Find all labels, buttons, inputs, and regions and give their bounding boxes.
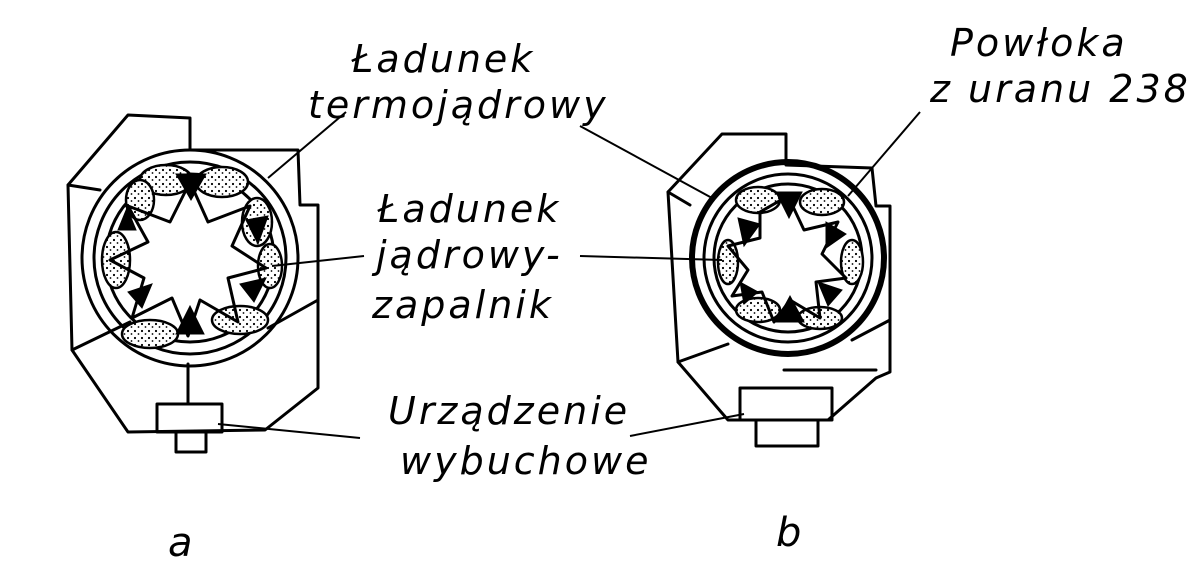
device-b-detonator-tip xyxy=(754,418,820,448)
device-a-outer-shell xyxy=(80,148,300,368)
label-nuclear-igniter-line1: Ładunek xyxy=(377,187,561,231)
label-uranium-shell-line1: Powłoka xyxy=(950,21,1128,65)
device-a-inner-shell xyxy=(92,160,288,356)
panel-label-b: b xyxy=(776,510,801,556)
panel-label-a: a xyxy=(168,520,193,566)
label-uranium-shell-line2: z uranu 238 xyxy=(929,67,1191,111)
label-explosive-device-line1: Urządzenie xyxy=(388,389,630,433)
device-b-igniter-charges xyxy=(737,191,847,323)
leader-lines xyxy=(217,111,921,439)
device-a-star-core xyxy=(108,180,268,338)
label-thermonuclear-charge-line1: Ładunek xyxy=(351,37,535,81)
device-a-detonator-tip xyxy=(174,430,208,454)
device-a-detonator-block xyxy=(155,402,224,434)
label-thermonuclear-charge-line2: termojądrowy xyxy=(308,83,609,127)
device-a xyxy=(66,113,320,454)
label-nuclear-igniter-line2: jądrowy- xyxy=(371,233,563,277)
device-b xyxy=(666,132,892,448)
label-thermonuclear-charge: Ładunek termojądrowy xyxy=(308,37,609,127)
label-explosive-device: Urządzenie wybuchowe xyxy=(388,389,651,483)
device-a-igniter-charges xyxy=(117,173,269,335)
device-b-uranium-shell xyxy=(689,159,887,357)
label-nuclear-igniter-line3: zapalnik xyxy=(371,283,554,327)
device-b-detonator-block xyxy=(738,386,834,422)
device-b-inner-shell xyxy=(702,172,874,344)
device-b-casing xyxy=(666,132,892,422)
device-a-lens-segments xyxy=(100,163,284,350)
label-nuclear-igniter: Ładunek jądrowy- zapalnik xyxy=(371,187,563,327)
device-a-casing xyxy=(66,113,320,434)
label-uranium-shell: Powłoka z uranu 238 xyxy=(929,21,1191,111)
label-explosive-device-line2: wybuchowe xyxy=(400,439,651,483)
